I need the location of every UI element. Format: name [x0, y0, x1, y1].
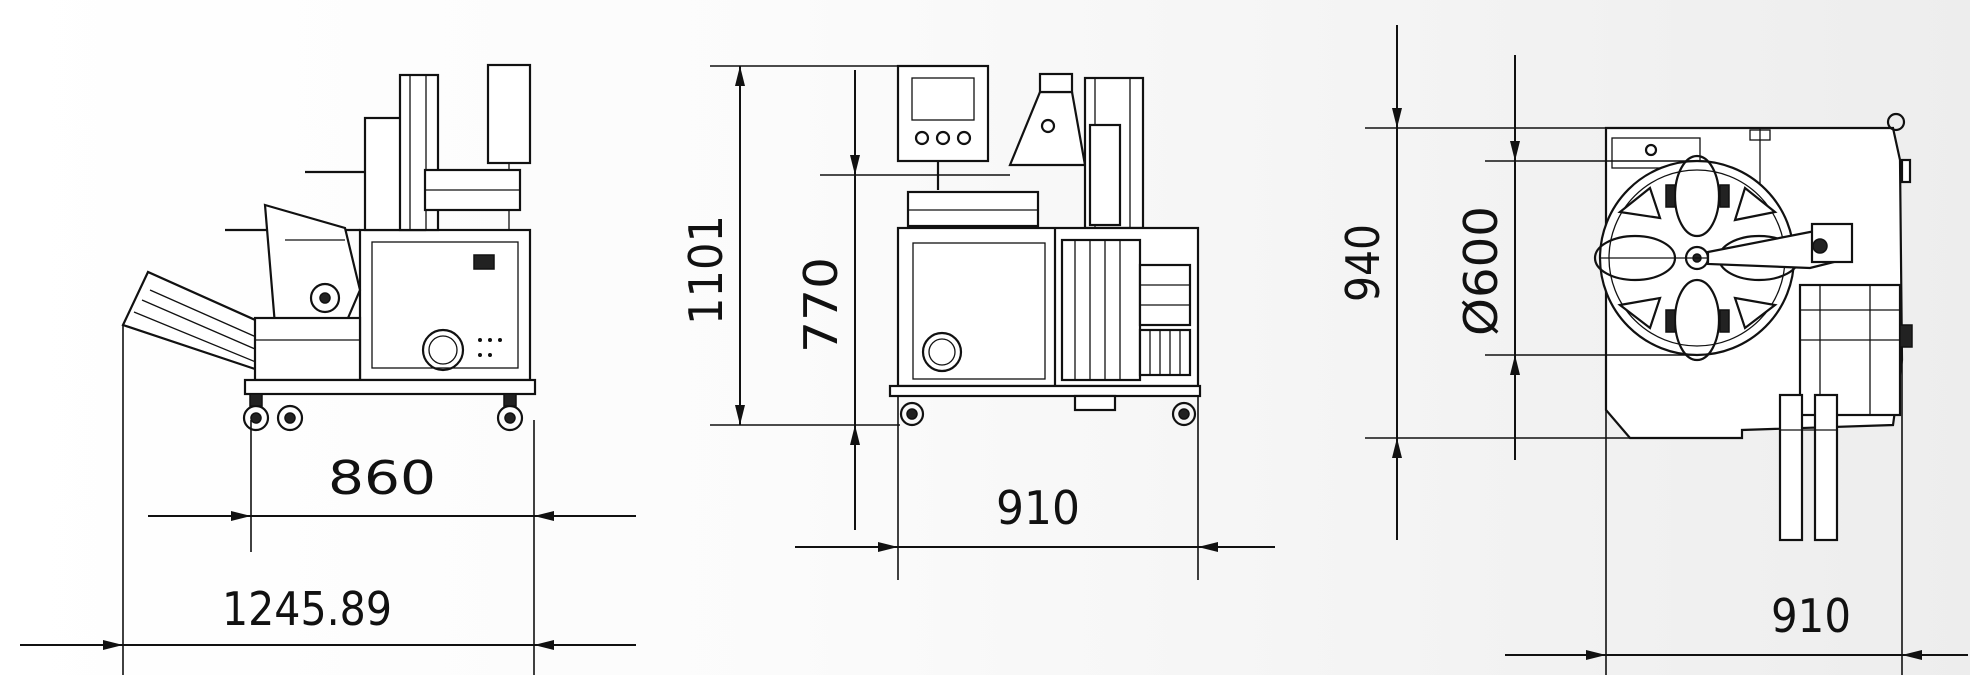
dim-1101: 1101	[679, 65, 900, 426]
dim-label-600-diameter: Ø600	[1454, 206, 1508, 336]
dim-label-940: 940	[1336, 224, 1390, 302]
dim-label-1101: 1101	[679, 215, 733, 325]
dim-940: 940	[1336, 25, 1630, 540]
dim-label-860: 860	[328, 451, 436, 505]
front-view	[888, 64, 1202, 427]
rotary-table	[1593, 154, 1801, 362]
dim-label-910-front: 910	[996, 481, 1080, 535]
dim-label-910-top: 910	[1771, 589, 1851, 643]
side-view	[121, 63, 537, 432]
dim-770: 770	[794, 70, 1010, 530]
dim-910-front: 910	[795, 396, 1275, 580]
dim-label-1245-89: 1245.89	[222, 582, 392, 636]
dim-860: 860	[148, 420, 636, 675]
dim-910-top: 910	[1505, 360, 1968, 675]
dim-1245-89: 1245.89	[20, 325, 636, 675]
top-view	[1593, 112, 1913, 542]
dim-600-diameter: Ø600	[1454, 55, 1697, 460]
dim-label-770: 770	[794, 257, 848, 353]
